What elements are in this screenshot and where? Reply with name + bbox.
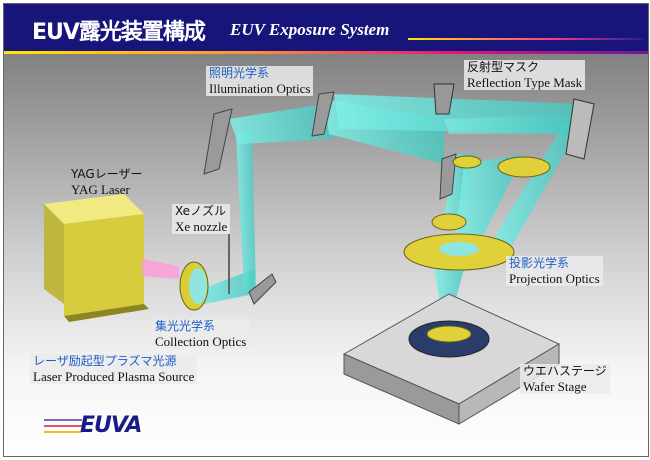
label-en: Xe nozzle [175,219,228,234]
laser-beam [142,259,179,279]
collection-mirror-surface [189,268,207,304]
header-divider [4,51,648,54]
label-ja: Xeノズル [175,204,227,218]
label-illumination-optics: 照明光学系 Illumination Optics [206,66,314,96]
label-ja: ウエハステージ [523,364,607,378]
label-collection-optics: 集光光学系 Collection Optics [152,319,250,349]
label-ja: 投影光学系 [509,256,570,270]
reflection-mask [565,98,595,160]
label-en: Illumination Optics [209,81,311,96]
diagram-frame: EUV露光装置構成 EUV Exposure System [3,3,649,457]
mask-stage [433,83,455,115]
header-banner: EUV露光装置構成 EUV Exposure System [4,4,648,54]
label-projection-optics: 投影光学系 Projection Optics [506,256,603,286]
label-ja: 照明光学系 [209,66,270,80]
label-en: Collection Optics [155,334,247,349]
title-japanese: EUV露光装置構成 [32,20,206,45]
label-en: Reflection Type Mask [467,75,583,90]
label-xe-nozzle: Xeノズル Xe nozzle [172,204,231,234]
label-en: YAG Laser [71,182,130,197]
label-en: Wafer Stage [523,379,587,394]
label-ja: 反射型マスク [467,60,540,74]
label-en: Projection Optics [509,271,600,286]
label-reflection-mask: 反射型マスク Reflection Type Mask [464,60,586,90]
wafer-stage [342,293,561,425]
header-accent-line [408,38,643,40]
logo-text: EUVA [80,413,142,438]
label-yag-laser: YAGレーザー YAG Laser [68,167,145,197]
title-english: EUV Exposure System [230,20,390,39]
label-ja: 集光光学系 [155,319,216,333]
label-wafer-stage: ウエハステージ Wafer Stage [520,364,610,394]
logo-speed-lines [44,419,82,433]
label-ja: レーザ励起型プラズマ光源 [33,354,177,368]
euv-beam-path [189,94,584,324]
projection-mirror-aperture [439,242,479,256]
yag-laser-box [44,194,149,322]
label-ja: YAGレーザー [71,167,143,181]
label-lpp-source: レーザ励起型プラズマ光源 Laser Produced Plasma Sourc… [30,354,198,384]
system-illustration [44,83,595,425]
illumination-mirrors [203,91,457,305]
label-en: Laser Produced Plasma Source [33,369,195,384]
